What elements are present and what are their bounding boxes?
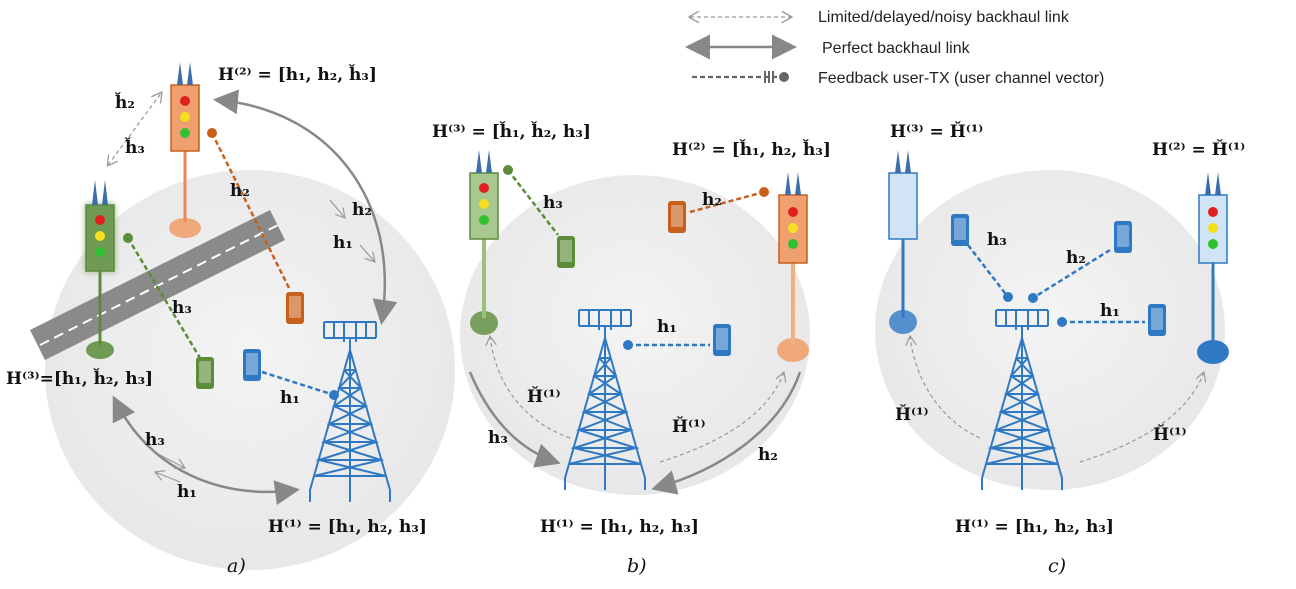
label-top-h3: ȟ₃ bbox=[124, 137, 145, 158]
red-light-icon bbox=[479, 183, 489, 193]
label-arc-h1: h₁ bbox=[333, 233, 353, 253]
green-light-icon bbox=[788, 239, 798, 249]
green-light-icon bbox=[1208, 239, 1218, 249]
eq-h1: H⁽¹⁾ = [h₁, h₂, h₃] bbox=[540, 517, 699, 537]
eq-h2: H⁽²⁾ = [h₁, h₂, ȟ₃] bbox=[218, 64, 377, 85]
label-h2: h₂ bbox=[702, 190, 722, 210]
label-right-H: Ȟ⁽¹⁾ bbox=[1153, 424, 1187, 445]
red-light-icon bbox=[180, 96, 190, 106]
eq-h1: H⁽¹⁾ = [h₁, h₂, h₃] bbox=[268, 517, 427, 537]
label-user-h3: h₃ bbox=[172, 298, 192, 318]
road-markings bbox=[39, 224, 279, 346]
limited-link-top bbox=[108, 92, 162, 165]
user-phone-1 bbox=[951, 214, 969, 246]
user-orange-phone bbox=[286, 292, 304, 324]
label-user-h1: h₁ bbox=[280, 388, 300, 408]
user-green-phone bbox=[196, 357, 214, 389]
label-bot-h1: h₁ bbox=[177, 482, 197, 502]
perfect-link-orange bbox=[651, 371, 802, 495]
perfect-link-bs-green bbox=[112, 395, 300, 506]
user-phone-3 bbox=[1148, 304, 1166, 336]
user-orange-phone bbox=[668, 201, 686, 233]
caption-c: c) bbox=[1048, 555, 1066, 577]
limited-link-left bbox=[490, 336, 571, 439]
user-blue-phone bbox=[243, 349, 261, 381]
perfect-link-green bbox=[468, 371, 561, 468]
limited-link-left bbox=[910, 336, 981, 439]
panel-c: H⁽³⁾ = Ȟ⁽¹⁾ H⁽²⁾ = Ȟ⁽¹⁾ h₃ h₂ h₁ Ȟ⁽¹⁾ Ȟ⁽… bbox=[875, 121, 1245, 577]
label-h2: h₂ bbox=[1066, 248, 1086, 268]
label-left-H: Ȟ⁽¹⁾ bbox=[527, 386, 561, 407]
red-light-icon bbox=[95, 215, 105, 225]
user-blue-phone bbox=[713, 324, 731, 356]
green-light-icon bbox=[180, 128, 190, 138]
eq-h3: H⁽³⁾ = Ȟ⁽¹⁾ bbox=[890, 121, 983, 142]
legend-limited: Limited/delayed/noisy backhaul link bbox=[690, 9, 1070, 26]
eq-h1: H⁽¹⁾ = [h₁, h₂, h₃] bbox=[955, 517, 1114, 537]
caption-a: a) bbox=[227, 555, 246, 577]
green-light-icon bbox=[95, 247, 105, 257]
yellow-light-icon bbox=[180, 112, 190, 122]
perfect-link-bs-orange bbox=[213, 89, 398, 325]
feedback-antenna-icon bbox=[764, 71, 774, 83]
rrh-blue-left bbox=[888, 150, 918, 334]
feedback-2 bbox=[1032, 248, 1111, 300]
rrh-orange bbox=[169, 62, 201, 238]
panel-b: H⁽³⁾ = [ȟ₁, ȟ₂, h₃] H⁽²⁾ = [ȟ₁, h₂, ȟ₃] … bbox=[432, 121, 831, 577]
feedback-dot-icon bbox=[779, 72, 789, 82]
rrh-orange bbox=[777, 172, 809, 362]
label-h1: h₁ bbox=[1100, 301, 1120, 321]
eq-h3: H⁽³⁾=[h₁, ȟ₂, h₃] bbox=[6, 368, 153, 389]
label-user-h2: h₂ bbox=[230, 181, 250, 201]
panel-a: H⁽²⁾ = [h₁, h₂, ȟ₃] ȟ₂ ȟ₃ h₂ h₃ h₁ h₂ h₁… bbox=[6, 62, 455, 577]
label-h3: h₃ bbox=[543, 193, 563, 213]
eq-h2: H⁽²⁾ = [ȟ₁, h₂, ȟ₃] bbox=[672, 139, 831, 160]
feedback-green bbox=[126, 237, 202, 359]
yellow-light-icon bbox=[788, 223, 798, 233]
label-bot-h3: h₃ bbox=[145, 430, 165, 450]
eq-h2: H⁽²⁾ = Ȟ⁽¹⁾ bbox=[1152, 139, 1245, 160]
label-h1: h₁ bbox=[657, 317, 677, 337]
red-light-icon bbox=[788, 207, 798, 217]
legend: Limited/delayed/noisy backhaul link Perf… bbox=[685, 9, 1104, 87]
feedback-orange bbox=[689, 190, 765, 214]
label-h3: h₃ bbox=[987, 230, 1007, 250]
rrh-green bbox=[469, 150, 499, 335]
green-light-icon bbox=[479, 215, 489, 225]
label-arc-h2: h₂ bbox=[758, 445, 778, 465]
feedback-blue bbox=[261, 370, 335, 397]
label-top-h2: ȟ₂ bbox=[114, 92, 135, 113]
label-right-H: Ȟ⁽¹⁾ bbox=[672, 416, 706, 437]
legend-feedback-label: Feedback user-TX (user channel vector) bbox=[818, 70, 1104, 87]
legend-perfect-label: Perfect backhaul link bbox=[822, 40, 971, 57]
caption-b: b) bbox=[627, 555, 647, 577]
limited-link-right bbox=[1079, 372, 1204, 463]
rrh-green bbox=[85, 180, 115, 359]
user-green-phone bbox=[557, 236, 575, 268]
user-phone-2 bbox=[1114, 221, 1132, 253]
red-light-icon bbox=[1208, 207, 1218, 217]
coverage-disc bbox=[875, 170, 1225, 490]
feedback-green bbox=[507, 169, 559, 236]
feedback-1 bbox=[967, 244, 1009, 298]
coverage-disc bbox=[460, 175, 810, 495]
yellow-light-icon bbox=[1208, 223, 1218, 233]
legend-feedback: Feedback user-TX (user channel vector) bbox=[692, 70, 1104, 87]
label-arc-h2: h₂ bbox=[352, 200, 372, 220]
label-arc-h3: h₃ bbox=[488, 428, 508, 448]
legend-limited-label: Limited/delayed/noisy backhaul link bbox=[818, 9, 1070, 26]
limited-link-right bbox=[659, 372, 784, 463]
legend-perfect: Perfect backhaul link bbox=[685, 34, 971, 60]
rrh-blue-right bbox=[1197, 172, 1229, 364]
eq-h3: H⁽³⁾ = [ȟ₁, ȟ₂, h₃] bbox=[432, 121, 591, 142]
yellow-light-icon bbox=[479, 199, 489, 209]
yellow-light-icon bbox=[95, 231, 105, 241]
label-left-H: Ȟ⁽¹⁾ bbox=[895, 404, 929, 425]
